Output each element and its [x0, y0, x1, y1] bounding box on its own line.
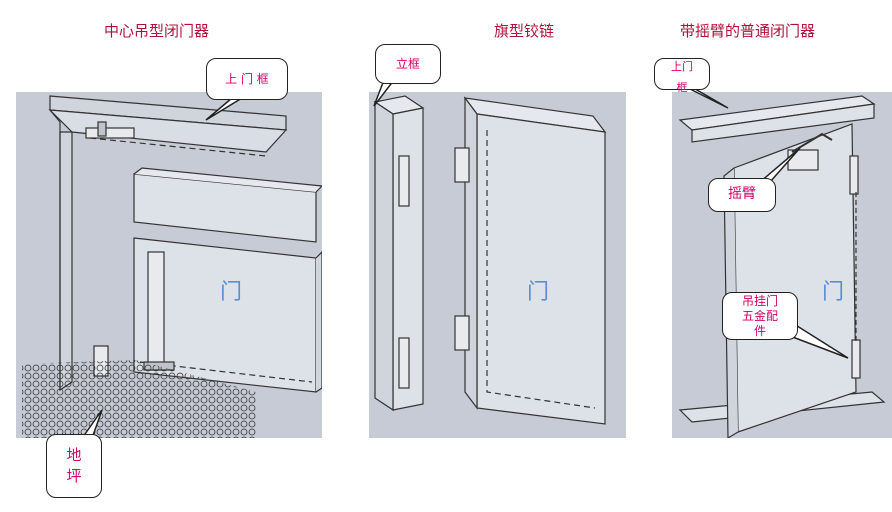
arm-callout: 摇臂	[708, 178, 776, 212]
panel1-title: 中心吊型闭门器	[104, 22, 210, 40]
top-frame-callout-line2: 框	[676, 81, 688, 94]
floor-callout-line1: 地	[66, 446, 82, 464]
frame-head-callout: 上 门 框	[206, 58, 288, 100]
floor-callout-line2: 坪	[66, 467, 82, 485]
panel3-drawing	[672, 92, 892, 438]
hardware-callout-line2: 五金配	[741, 308, 778, 323]
hardware-callout-line1: 吊挂门	[741, 293, 778, 308]
panel3-door-label: 门	[822, 280, 845, 305]
panel2-drawing	[369, 92, 626, 438]
top-frame-callout-line1: 上门	[671, 59, 693, 73]
panel1-door-label: 门	[220, 280, 243, 305]
vertical-frame-callout: 立框	[375, 44, 441, 84]
top-frame-callout: 上门 框	[654, 58, 710, 94]
panel1-drawing	[16, 92, 322, 438]
panel2-title: 旗型铰链	[494, 22, 555, 40]
hardware-callout-line3: 件	[753, 323, 766, 338]
panel2-door-label: 门	[527, 280, 550, 305]
floor-callout: 地 坪	[46, 434, 102, 498]
panel3-title: 带摇臂的普通闭门器	[680, 22, 816, 40]
hardware-callout: 吊挂门 五金配 件	[722, 292, 798, 340]
